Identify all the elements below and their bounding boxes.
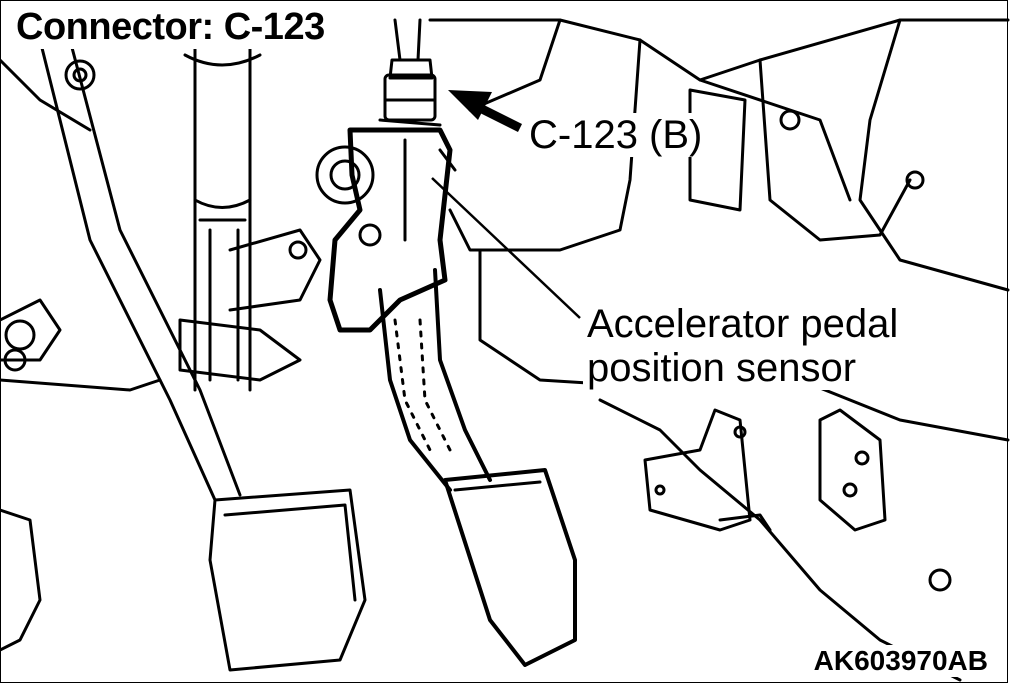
sensor-leader-line <box>431 177 581 319</box>
brake-pedal <box>0 38 367 672</box>
sensor-callout-label: Accelerator pedal position sensor <box>583 302 903 390</box>
connector-c123 <box>378 18 442 127</box>
sensor-label-line-1: Accelerator pedal <box>583 302 903 346</box>
accelerator-pedal-arm <box>378 268 577 667</box>
figure-code: AK603970AB <box>809 645 992 677</box>
steering-column <box>183 18 262 392</box>
accelerator-pedal-sensor <box>315 127 457 333</box>
sensor-label-line-2: position sensor <box>583 346 903 390</box>
mounting-brackets <box>643 408 952 592</box>
firewall-structure <box>0 18 1010 682</box>
connector-arrow <box>448 90 523 133</box>
connector-title: Connector: C-123 <box>12 6 329 49</box>
connector-callout-label: C-123 (B) <box>525 113 707 157</box>
